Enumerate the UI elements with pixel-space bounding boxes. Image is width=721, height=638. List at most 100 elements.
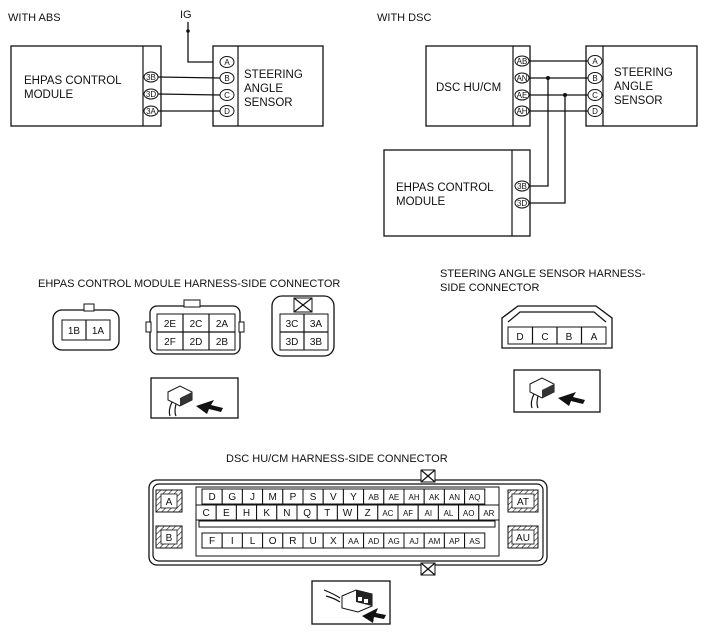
dsc-pin-cell-frame xyxy=(478,504,500,521)
dsc-pin-m: M xyxy=(269,492,277,503)
dsc-pin-u: U xyxy=(309,536,316,547)
dsc-pin-f: F xyxy=(209,536,215,547)
dsc-pin-ag: AG xyxy=(388,537,400,546)
ehpas-c3-cell-3a: 3A xyxy=(310,319,323,330)
dsc-pin-an: AN xyxy=(449,493,460,502)
dsc-pin-q: Q xyxy=(303,508,311,519)
dsc-pin-k: K xyxy=(263,508,270,519)
dsc-pin-ao: AO xyxy=(463,509,475,518)
abs-module-label-line1: EHPAS CONTROL xyxy=(24,75,122,87)
sas-connector-title-line1: STEERING ANGLE SENSOR HARNESS- xyxy=(440,268,646,280)
abs-sensor-label-line3: SENSOR xyxy=(244,97,293,109)
dsc-pin-c: C xyxy=(202,508,209,519)
dsc-pin-ah: AH xyxy=(409,493,420,502)
dsc-sensor-pin-a: A xyxy=(592,57,598,66)
dsc-pin-cell-frame xyxy=(464,532,486,549)
dsc-pin-d: D xyxy=(208,492,215,503)
dsc-wire-splice-3d xyxy=(529,95,566,204)
dsc-pin-am: AM xyxy=(428,537,440,546)
dsc-section: WITH DSC DSC HU/CM AB AN AE AH STEERING … xyxy=(377,12,698,237)
dsc-module-pin-3d: 3D xyxy=(517,199,527,208)
dsc-pin-cell-frame xyxy=(464,488,486,505)
dsc-module-label-line2: MODULE xyxy=(396,196,446,208)
abs-module-label-line2: MODULE xyxy=(24,89,74,101)
ehpas-c2-cell-2b: 2B xyxy=(216,337,229,348)
dsc-pin-t: T xyxy=(324,508,330,519)
ehpas-c2-cell-2d: 2D xyxy=(190,337,203,348)
dsc-sensor-label-line1: STEERING xyxy=(614,67,673,79)
dsc-pin-ae: AE xyxy=(389,493,400,502)
abs-module-pin-3a: 3A xyxy=(146,107,156,116)
dsc-pin-s: S xyxy=(310,492,317,503)
dsc-pin-aa: AA xyxy=(348,537,359,546)
ehpas-connector-1: 1B 1A xyxy=(52,303,120,351)
dsc-pin-o: O xyxy=(269,536,277,547)
ehpas-connector-3: 3C 3A 3D 3B xyxy=(271,295,335,357)
dsc-ehpas-module: EHPAS CONTROL MODULE 3B 3D xyxy=(383,149,531,237)
dsc-pin-y: Y xyxy=(350,492,357,503)
dsc-hu-cm-block: DSC HU/CM AB AN AE AH xyxy=(425,45,531,127)
ehpas-c2-cell-2a: 2A xyxy=(216,319,229,330)
abs-heading: WITH ABS xyxy=(8,12,61,24)
dsc-harness-connector: DSC HU/CM HARNESS-SIDE CONNECTOR A B AT … xyxy=(148,453,548,625)
dsc-pin-as: AS xyxy=(469,537,480,546)
sas-cell-a: A xyxy=(591,332,598,343)
dsc-side-terminal-at: AT xyxy=(517,497,529,508)
ehpas-c2-cell-2f: 2F xyxy=(164,337,176,348)
sas-cell-b: B xyxy=(566,332,573,343)
sas-harness-connector: STEERING ANGLE SENSOR HARNESS- SIDE CONN… xyxy=(440,268,646,413)
dsc-hu-pin-ae: AE xyxy=(517,91,528,100)
abs-ehpas-module: EHPAS CONTROL MODULE 3B 3D 3A xyxy=(10,45,162,127)
dsc-pin-aj: AJ xyxy=(409,537,418,546)
sas-harness-view-icon xyxy=(513,369,601,413)
abs-sensor-pin-c: C xyxy=(224,91,230,100)
dsc-side-terminal-a: A xyxy=(166,497,173,508)
dsc-pin-h: H xyxy=(243,508,250,519)
sas-cell-c: C xyxy=(541,332,548,343)
ehpas-c3-cell-3d: 3D xyxy=(286,337,299,348)
abs-steering-angle-sensor: STEERING ANGLE SENSOR A B C D xyxy=(212,45,324,127)
dsc-sensor-label-line3: SENSOR xyxy=(614,95,663,107)
dsc-sensor-pin-b: B xyxy=(592,74,597,83)
dsc-hu-pin-an: AN xyxy=(516,74,527,83)
ig-wire xyxy=(187,31,220,63)
dsc-hu-pin-ab: AB xyxy=(517,57,528,66)
abs-sensor-pin-d: D xyxy=(224,107,230,116)
dsc-pin-ab: AB xyxy=(368,493,379,502)
abs-module-pin-3d: 3D xyxy=(146,90,156,99)
dsc-pin-ap: AP xyxy=(449,537,460,546)
dsc-sensor-pin-d: D xyxy=(592,107,598,116)
dsc-module-label-line1: EHPAS CONTROL xyxy=(396,182,494,194)
dsc-pin-ai: AI xyxy=(425,509,433,518)
dsc-pin-af: AF xyxy=(403,509,413,518)
dsc-pin-aq: AQ xyxy=(469,493,481,502)
abs-module-pin-3b: 3B xyxy=(146,73,156,82)
dsc-pin-p: P xyxy=(290,492,297,503)
dsc-heading: WITH DSC xyxy=(377,12,431,24)
sas-cell-d: D xyxy=(516,332,523,343)
dsc-connector-title: DSC HU/CM HARNESS-SIDE CONNECTOR xyxy=(226,453,448,465)
dsc-pin-l: L xyxy=(250,536,256,547)
ehpas-connector-2: 2E 2C 2A 2F 2D 2B xyxy=(145,299,245,355)
ehpas-c1-cell-1b: 1B xyxy=(68,326,81,337)
dsc-pin-g: G xyxy=(228,492,236,503)
dsc-pin-r: R xyxy=(289,536,296,547)
dsc-pin-n: N xyxy=(283,508,290,519)
ehpas-c3-cell-3b: 3B xyxy=(310,337,323,348)
dsc-pin-w: W xyxy=(343,508,353,519)
dsc-module-pin-3b: 3B xyxy=(517,182,527,191)
ehpas-c1-cell-1a: 1A xyxy=(92,326,105,337)
dsc-sensor-label-line2: ANGLE xyxy=(614,81,653,93)
abs-wire-3d-c xyxy=(157,93,221,96)
dsc-wire-splice-3b xyxy=(529,78,549,187)
dsc-pin-v: V xyxy=(330,492,337,503)
ehpas-connector-title: EHPAS CONTROL MODULE HARNESS-SIDE CONNEC… xyxy=(38,278,340,290)
dsc-pin-ac: AC xyxy=(382,509,393,518)
dsc-pin-z: Z xyxy=(365,508,371,519)
dsc-pin-ad: AD xyxy=(368,537,379,546)
dsc-side-terminal-b: B xyxy=(166,533,173,544)
